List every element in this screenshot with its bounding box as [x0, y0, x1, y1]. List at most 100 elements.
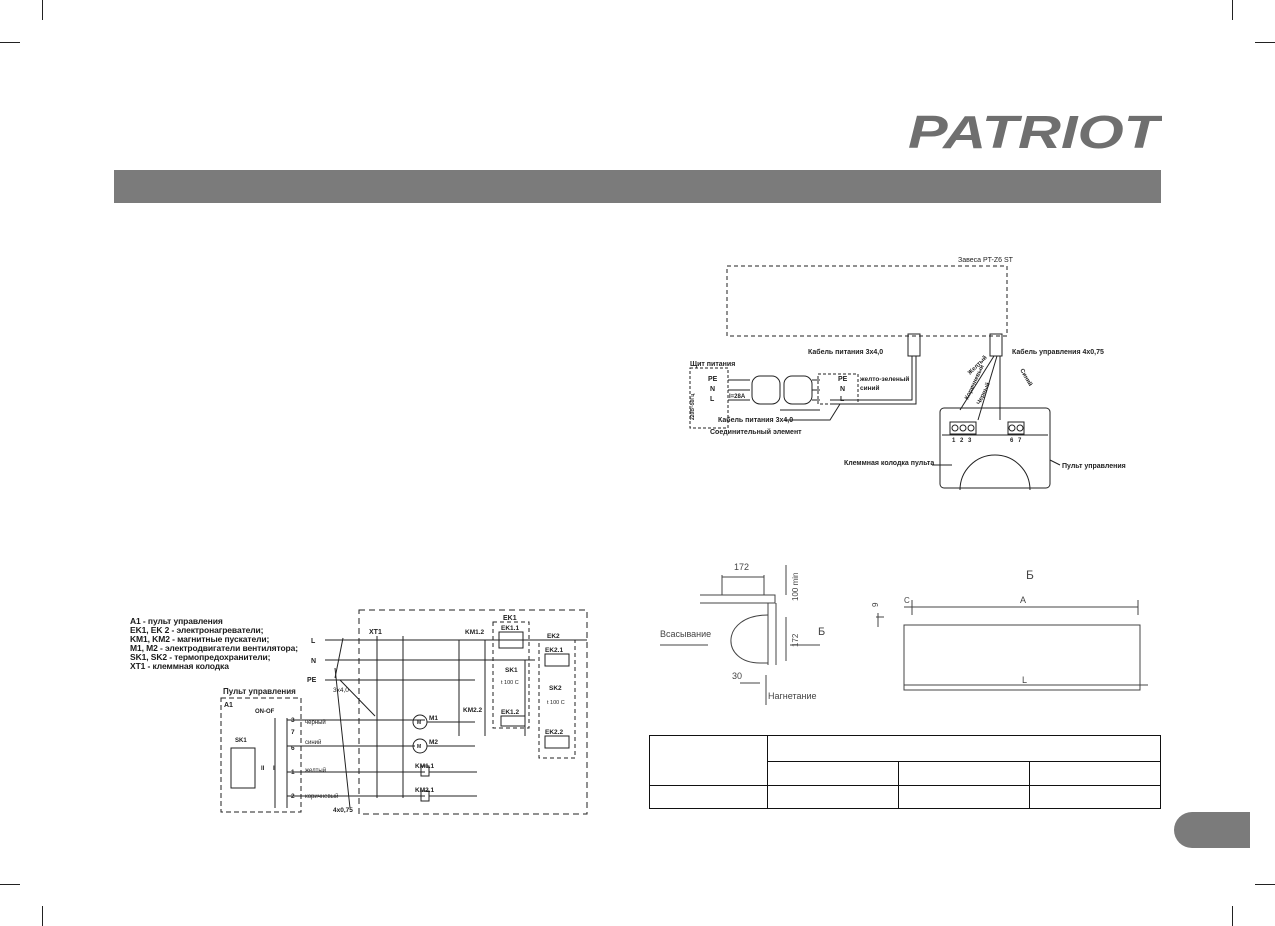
switch-ii-label: II — [261, 766, 265, 772]
ek12-label: EK1.2 — [501, 709, 519, 716]
intake-label: Всасывание — [660, 629, 711, 639]
cable-control: 4х0,75 — [333, 807, 353, 814]
terminal-3: 3 — [968, 438, 972, 444]
wire-black-label: черный — [305, 719, 326, 726]
crop-mark — [1255, 884, 1275, 885]
legend-line: A1 - пульт управления — [130, 616, 223, 626]
sk2-label: SK2 — [549, 685, 562, 692]
dim-100min: 100 min — [791, 573, 800, 601]
table-row — [649, 785, 1161, 809]
connector-pe: PE — [838, 376, 848, 383]
wire-yellow-label: желтый — [305, 767, 326, 774]
dim-9: 9 — [871, 602, 880, 607]
cable-power: 3х4,0 — [333, 687, 349, 694]
wire-blue-label: синий — [860, 384, 880, 392]
ek21-label: EK2.1 — [545, 647, 563, 654]
terminal-6: 6 — [1010, 438, 1014, 444]
sk1b-label: SK1 — [505, 667, 518, 674]
ek2-label: EK2 — [547, 633, 560, 640]
panel-n: N — [710, 386, 715, 393]
pin-1: 1 — [291, 769, 295, 776]
t100b-label: t 100 C — [547, 700, 565, 706]
km12-label: KM1.2 — [465, 629, 485, 636]
crop-mark — [0, 884, 20, 885]
terminal-block-label: Клеммная колодка пульта — [844, 460, 934, 467]
dim-172-top: 172 — [734, 562, 749, 572]
connector-l: L — [840, 396, 845, 403]
table-cell — [649, 735, 768, 786]
pin-3: 3 — [291, 717, 295, 724]
power-cable-label-2: Кабель питания 3х4,0 — [718, 416, 793, 424]
connector-n: N — [840, 386, 845, 393]
table-cell — [767, 785, 899, 809]
legend-line: M1, M2 - электродвигатели вентилятора; — [130, 643, 298, 653]
panel-title: Пульт управления — [223, 687, 296, 696]
crop-mark — [42, 0, 43, 20]
table-cell — [767, 735, 1161, 762]
panel-pe: PE — [708, 376, 718, 383]
xt1-label: XT1 — [369, 629, 382, 636]
km11-label: KM1.1 — [415, 763, 435, 770]
a1-label: A1 — [224, 702, 233, 709]
legend-line: KM1, KM2 - магнитные пускатели; — [130, 634, 270, 644]
table-cell — [898, 761, 1030, 786]
line-pe: PE — [307, 677, 317, 684]
ek11-label: EK1.1 — [501, 625, 519, 632]
legend-line: SK1, SK2 - термопредохранители; — [130, 652, 271, 662]
connector-label: Соединительный элемент — [710, 428, 802, 436]
view-b-label: Б — [1026, 568, 1034, 582]
breaker-label: I=28A — [729, 394, 746, 400]
panel-l: L — [710, 396, 715, 403]
switch-i-label: I — [273, 766, 275, 772]
dim-30: 30 — [732, 671, 742, 681]
pin-6: 6 — [291, 745, 295, 752]
crop-mark — [42, 906, 43, 926]
wire-yellow-green-label: желто-зеленый — [859, 375, 909, 383]
wire-brown-label: коричневый — [305, 793, 338, 800]
wiring-diagram: Завеса PT-Z6 ST Кабель питания 3х4,0 Каб… — [689, 257, 1126, 491]
dim-l: L — [1022, 675, 1027, 685]
ek22-label: EK2.2 — [545, 729, 563, 736]
curtain-title: Завеса PT-Z6 ST — [958, 257, 1014, 264]
dim-172-side: 172 — [791, 633, 800, 647]
power-cable-label: Кабель питания 3х4,0 — [808, 348, 883, 356]
panel-voltage: 220В~50Гц — [690, 393, 696, 420]
crop-mark — [1232, 0, 1233, 20]
km22-label: KM2.2 — [463, 707, 483, 714]
km21-label: KM2.1 — [415, 787, 435, 794]
b-arrow-label: Б — [818, 626, 825, 638]
table-cell — [1029, 785, 1161, 809]
line-l: L — [311, 638, 316, 645]
power-panel-label: Щит питания — [690, 361, 735, 368]
legend-line: XT1 - клеммная колодка — [130, 661, 229, 671]
wire-blue-label: синий — [305, 739, 321, 746]
installation-diagram: 172 100 min 172 30 Всасывание Нагнетание… — [660, 562, 1148, 705]
ek1-label: EK1 — [503, 615, 517, 622]
terminal-7: 7 — [1018, 438, 1022, 444]
outlet-label: Нагнетание — [768, 691, 817, 701]
crop-mark — [0, 42, 20, 43]
m1-label: M1 — [429, 715, 438, 722]
patriot-logo: PATRIOT — [908, 112, 1162, 152]
header-banner — [114, 170, 1161, 203]
on-off-label: ON-OF — [255, 709, 275, 715]
table-cell — [767, 761, 899, 786]
m2-label: M2 — [429, 739, 438, 746]
logo-text: PATRIOT — [908, 112, 1162, 152]
table-cell — [898, 785, 1030, 809]
t100a-label: t 100 C — [501, 680, 519, 686]
legend-line: EK1, EK 2 - электронагреватели; — [130, 625, 264, 635]
sk1-label: SK1 — [235, 738, 247, 744]
m2-symbol: M — [417, 744, 421, 750]
terminal-1: 1 — [952, 438, 956, 444]
pin-2: 2 — [291, 793, 295, 800]
dim-c: C — [904, 596, 910, 605]
line-n: N — [311, 658, 316, 665]
terminal-2: 2 — [960, 438, 964, 444]
dim-a: A — [1020, 595, 1026, 605]
table-cell — [1029, 761, 1161, 786]
pin-7: 7 — [291, 729, 295, 736]
page-number-tab — [1174, 812, 1250, 848]
control-cable-label: Кабель управления 4х0,75 — [1012, 348, 1104, 356]
wire-blue-2: Синий — [1018, 368, 1034, 388]
